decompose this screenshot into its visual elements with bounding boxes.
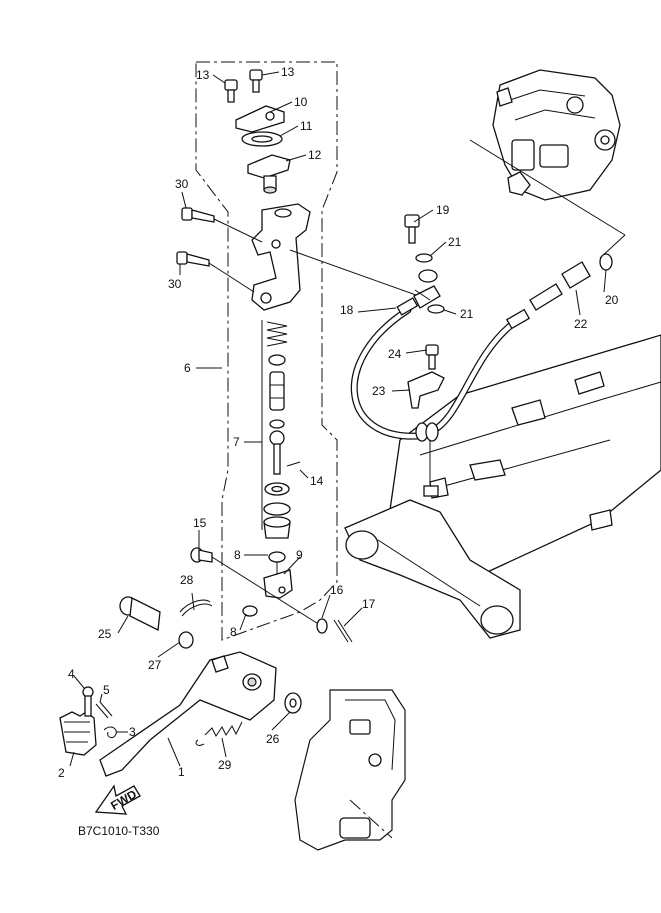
frame-section (294, 689, 406, 851)
brake-hose-18 (350, 285, 531, 442)
fitting-22 (529, 261, 591, 311)
callout-c24: 24 (388, 347, 402, 361)
brake-pedal-1 (99, 651, 277, 777)
banjo-fitting (418, 269, 438, 283)
callout-c5: 5 (103, 683, 110, 697)
assembly-boundary (195, 61, 338, 641)
cotter-pin-5 (95, 701, 113, 719)
callout-c25: 25 (98, 627, 112, 641)
engine-case (492, 69, 621, 201)
master-cylinder-body (251, 203, 311, 311)
callout-c15: 15 (193, 516, 207, 530)
swingarm (344, 334, 661, 639)
shaft-25 (119, 596, 161, 631)
callout-c27: 27 (148, 658, 162, 672)
pedal-tip-2 (59, 711, 97, 756)
callout-c13b: 13 (281, 65, 295, 79)
callout-c30b: 30 (168, 277, 182, 291)
dust-cover (263, 516, 291, 539)
bolt-24 (425, 344, 439, 370)
callout-c22: 22 (574, 317, 588, 331)
callout-c4: 4 (68, 667, 75, 681)
callout-c2: 2 (58, 766, 65, 780)
reservoir-cap-10 (235, 105, 285, 133)
callout-c29: 29 (218, 758, 232, 772)
callout-c8a: 8 (234, 548, 241, 562)
washer-21-lower (427, 304, 445, 314)
callout-c23: 23 (372, 384, 386, 398)
washer-21-upper (415, 253, 433, 263)
piston (269, 371, 285, 411)
spring-3 (103, 726, 117, 739)
fwd-arrow-icon: FWD (94, 784, 141, 815)
clevis-9 (263, 569, 293, 599)
return-spring-29 (195, 721, 243, 746)
callout-c16: 16 (330, 583, 344, 597)
callout-c11: 11 (300, 119, 313, 133)
diaphragm-11 (241, 131, 283, 147)
callout-c21b: 21 (460, 307, 474, 321)
nut-8-lower (242, 605, 258, 617)
cup-seal (268, 354, 286, 366)
hose-guide (423, 485, 439, 497)
cotter-pin-17 (333, 619, 353, 643)
bolt-30-lower (176, 251, 210, 267)
washer-20 (599, 253, 613, 271)
callout-c26: 26 (266, 732, 280, 746)
callout-c8b: 8 (230, 625, 237, 639)
clamp-23 (407, 371, 445, 409)
circlip-27 (178, 631, 194, 649)
bolt-30-upper (181, 207, 215, 223)
callout-c1: 1 (178, 765, 185, 779)
callout-c20: 20 (605, 293, 619, 307)
washer-26 (284, 692, 302, 714)
spring (266, 321, 288, 347)
union-bolt-19 (404, 214, 420, 244)
boot (264, 482, 290, 496)
bolt-13-right (249, 69, 263, 93)
callout-c14: 14 (310, 474, 324, 488)
callout-c10: 10 (294, 95, 308, 109)
washer-16 (316, 618, 328, 634)
callout-c12: 12 (308, 148, 322, 162)
callout-c30a: 30 (175, 177, 189, 191)
callout-c19: 19 (436, 203, 450, 217)
callout-c3: 3 (129, 725, 136, 739)
callout-c21a: 21 (448, 235, 462, 249)
callout-c6: 6 (184, 361, 191, 375)
push-rod (269, 430, 285, 475)
callout-c7: 7 (233, 435, 240, 449)
reservoir-12 (247, 154, 291, 194)
callout-c9: 9 (296, 548, 303, 562)
diagram-code: B7C1010-T330 (78, 824, 160, 838)
leader-lines (69, 71, 607, 767)
cotter-pin-28 (179, 599, 213, 617)
circlip (263, 502, 291, 516)
pin-15 (190, 547, 213, 563)
seal-washer (269, 419, 285, 429)
callout-c28: 28 (180, 573, 194, 587)
callout-c17: 17 (362, 597, 376, 611)
bolt-13-left (224, 79, 238, 103)
nut-8-upper (268, 551, 286, 563)
pin-4 (82, 686, 94, 717)
callout-c13a: 13 (196, 68, 210, 82)
callout-c18: 18 (340, 303, 354, 317)
